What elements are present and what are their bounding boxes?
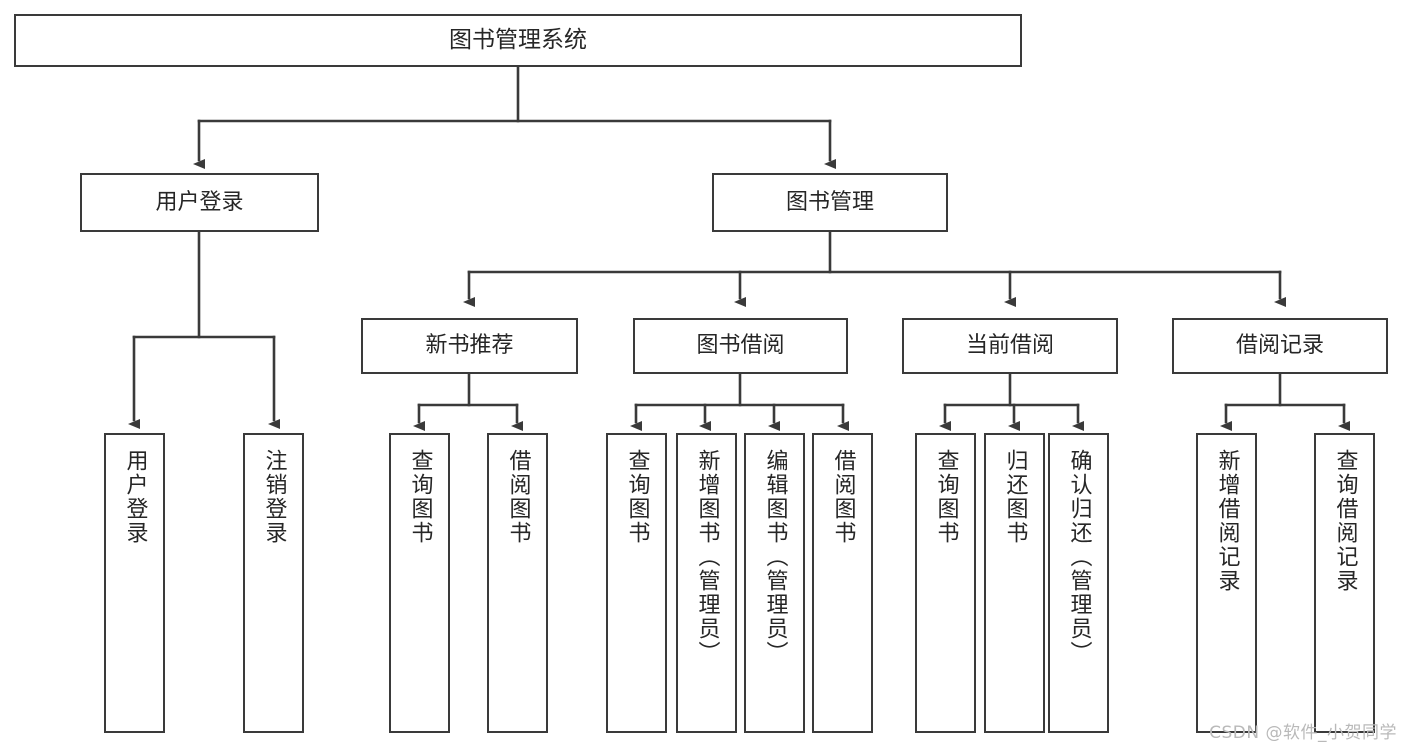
- leaf-borrow-record-query[interactable]: 查询借阅记录: [1314, 433, 1375, 733]
- node-borrow-record-label: 借阅记录: [1235, 333, 1324, 359]
- node-new-book-recommend[interactable]: 新书推荐: [361, 318, 578, 374]
- leaf-current-borrow-query[interactable]: 查询图书: [915, 433, 976, 733]
- leaf-current-borrow-return-label: 归还图书: [1002, 449, 1028, 545]
- leaf-current-borrow-confirm-return[interactable]: 确认归还（管理员）: [1048, 433, 1109, 733]
- leaf-book-borrow-borrow[interactable]: 借阅图书: [812, 433, 873, 733]
- leaf-current-borrow-query-label: 查询图书: [933, 449, 959, 545]
- node-user-login[interactable]: 用户登录: [80, 173, 319, 232]
- leaf-borrow-record-add-label: 新增借阅记录: [1214, 449, 1240, 593]
- leaf-current-borrow-confirm-return-label: 确认归还（管理员）: [1066, 449, 1092, 665]
- leaf-book-borrow-add[interactable]: 新增图书（管理员）: [676, 433, 737, 733]
- leaf-user-login-logout-label: 注销登录: [261, 449, 287, 545]
- leaf-user-login-logout[interactable]: 注销登录: [243, 433, 304, 733]
- node-book-borrow[interactable]: 图书借阅: [633, 318, 848, 374]
- node-new-book-recommend-label: 新书推荐: [425, 333, 514, 359]
- node-book-management-label: 图书管理: [785, 189, 874, 215]
- leaf-current-borrow-return[interactable]: 归还图书: [984, 433, 1045, 733]
- node-user-login-label: 用户登录: [155, 189, 244, 215]
- leaf-book-borrow-borrow-label: 借阅图书: [830, 449, 856, 545]
- node-root-label: 图书管理系统: [449, 26, 587, 53]
- leaf-book-borrow-query[interactable]: 查询图书: [606, 433, 667, 733]
- leaf-book-borrow-edit[interactable]: 编辑图书（管理员）: [744, 433, 805, 733]
- leaf-book-borrow-edit-label: 编辑图书（管理员）: [762, 449, 788, 665]
- leaf-book-borrow-query-label: 查询图书: [624, 449, 650, 545]
- node-book-management[interactable]: 图书管理: [712, 173, 948, 232]
- leaf-user-login-login-label: 用户登录: [122, 449, 148, 545]
- leaf-new-book-borrow[interactable]: 借阅图书: [487, 433, 548, 733]
- node-borrow-record[interactable]: 借阅记录: [1172, 318, 1388, 374]
- leaf-user-login-login[interactable]: 用户登录: [104, 433, 165, 733]
- leaf-new-book-query-label: 查询图书: [407, 449, 433, 545]
- node-current-borrow-label: 当前借阅: [965, 333, 1054, 359]
- leaf-new-book-query[interactable]: 查询图书: [389, 433, 450, 733]
- leaf-book-borrow-add-label: 新增图书（管理员）: [694, 449, 720, 665]
- leaf-new-book-borrow-label: 借阅图书: [505, 449, 531, 545]
- node-root-book-management-system[interactable]: 图书管理系统: [14, 14, 1022, 67]
- leaf-borrow-record-query-label: 查询借阅记录: [1332, 449, 1358, 593]
- node-book-borrow-label: 图书借阅: [696, 333, 785, 359]
- leaf-borrow-record-add[interactable]: 新增借阅记录: [1196, 433, 1257, 733]
- node-current-borrow[interactable]: 当前借阅: [902, 318, 1118, 374]
- watermark-text: CSDN @软件_小贺同学: [1209, 723, 1397, 743]
